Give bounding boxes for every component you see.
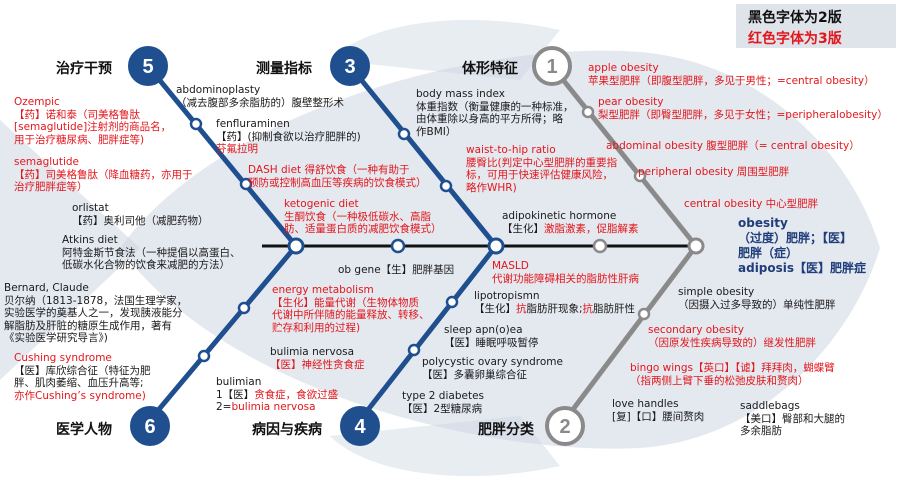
simple-obesity: simple obesity （因摄入过多导致的）单纯性肥胖 <box>678 286 836 311</box>
category-circle-6: 6 <box>130 406 170 446</box>
joint-b1-b <box>633 169 647 183</box>
ozempic: Ozempic 【药】诺和泰（司美格鲁肽 [semaglutide]注射剂的商品… <box>14 96 172 146</box>
svg-text:3: 3 <box>344 56 355 78</box>
ob-gene-label: ob gene【生】肥胖基因 <box>338 264 455 276</box>
energy-metabolism: energy metabolism 【生化】能量代谢（生物体物质 代谢中所伴随的… <box>272 284 430 334</box>
pear-obesity: pear obesity 梨型肥胖（即臀型肥胖，多见于女性；=periphera… <box>598 96 888 121</box>
bulimia-nervosa: bulimia nervosa 【医】神经性贪食症 <box>270 346 365 371</box>
atkins-diet: Atkins diet 阿特金斯节食法（一种提倡以高蛋白、 低碳水化合物的饮食来… <box>62 234 241 271</box>
bone-1 <box>550 64 698 248</box>
bone-4 <box>358 244 498 422</box>
joint-head <box>687 237 705 255</box>
category-circle-4: 4 <box>340 406 380 446</box>
svg-text:5: 5 <box>142 56 153 78</box>
joint-b4-a <box>445 295 459 309</box>
joint-b5b6 <box>287 237 305 255</box>
love-handles: love handles [复]【口】腰间赘肉 <box>612 398 705 423</box>
joint-b2-a <box>637 307 651 321</box>
legend-line-red: 红色字体为3版 <box>748 31 842 47</box>
category-label-1: 体形特征 <box>462 61 518 77</box>
fenfluramine: fenfluraminen 【药】(抑制食欲以治疗肥胖的) 芬氟拉明 <box>216 118 361 155</box>
secondary-obesity: secondary obesity （因原发性疾病导致的）继发性肥胖 <box>648 324 816 349</box>
joint-b3-b <box>439 179 453 193</box>
joint-b5-a <box>189 117 203 131</box>
joint-b3b4 <box>487 237 505 255</box>
svg-text:2: 2 <box>559 416 570 438</box>
category-label-3: 测量指标 <box>256 61 312 77</box>
legend-line-black: 黑色字体为2版 <box>748 10 842 26</box>
bernard-claude: Bernard, Claude 贝尔纳（1813-1878，法国生理学家， 实验… <box>4 282 188 344</box>
category-circle-2: 2 <box>545 406 585 446</box>
category-label-5: 治疗干预 <box>56 61 112 77</box>
head-line-4: adiposis【医】肥胖症 <box>738 261 867 275</box>
bone-6 <box>148 244 298 422</box>
head-term: obesity （过度）肥胖；【医】 肥胖（症） adiposis【医】肥胖症 <box>738 216 866 276</box>
joint-spine-small-1 <box>390 238 406 254</box>
head-line-2: （过度）肥胖；【医】 <box>738 231 853 245</box>
abdominoplasty: abdominoplasty （减去腹部多余脂肪的）腹壁整形术 <box>176 84 344 109</box>
category-label-6: 医学人物 <box>56 422 112 438</box>
fish-fin-top <box>330 20 560 80</box>
fish-fin-bottom <box>330 416 560 476</box>
bone-2 <box>563 244 698 422</box>
joint-b5-b <box>239 177 253 191</box>
fish-tail <box>0 120 140 380</box>
category-circle-1: 1 <box>532 46 572 86</box>
joint-b4-b <box>407 343 421 357</box>
waist-to-hip-ratio: waist-to-hip ratio 腰臀比(判定中心型肥胖的重要指 标，可用于… <box>466 144 618 194</box>
joint-spine-small-2 <box>592 238 608 254</box>
adipokinetic-hormone: adipokinetic hormone 【生化】激脂激素，促脂解素 <box>502 210 639 235</box>
joint-b6-b <box>197 349 211 363</box>
abdominal-obesity: abdominal obesity 腹型肥胖（= central obesity… <box>606 140 860 152</box>
dash-diet: DASH diet 得舒饮食（一种有助于 预防或控制高血压等疾病的饮食模式） <box>248 164 427 189</box>
body-mass-index: body mass index 体重指数（衡量健康的一种标准， 由体重除以身高的… <box>416 88 574 138</box>
ketogenic-diet: ketogenic diet 生酮饮食（一种极低碳水、高脂 肪、适量蛋白质的减肥… <box>284 198 442 235</box>
bingo-wings: bingo wings【英口】【谑】拜拜肉，蝴蝶臂 （指两侧上臂下垂的松弛皮肤和… <box>630 362 835 387</box>
joint-b3-a <box>397 127 411 141</box>
orlistat: orlistat 【药】奥利司他（减肥药物） <box>72 202 209 227</box>
cushing-syndrome: Cushing syndrome 【医】库欣综合征（特征为肥 胖、肌肉萎缩、血压… <box>14 352 151 402</box>
head-line-3: 肥胖（症） <box>738 246 799 260</box>
polycystic-ovary-syndrome: polycystic ovary syndrome 【医】多囊卵巢综合征 <box>422 356 563 381</box>
type-2-diabetes: type 2 diabetes 【医】2型糖尿病 <box>402 390 485 415</box>
bulimian: bulimian 1【医】贪食症，食欲过盛 2=bulimia nervosa <box>216 376 339 413</box>
masld: MASLD 代谢功能障碍相关的脂肪性肝病 <box>492 260 639 285</box>
bone-5 <box>146 64 298 248</box>
central-obesity: central obesity 中心型肥胖 <box>684 198 819 210</box>
saddlebags: saddlebags 【美口】臀部和大腿的 多余脂肪 <box>740 400 845 437</box>
category-circle-3: 3 <box>330 46 370 86</box>
category-label-2: 肥胖分类 <box>478 422 534 438</box>
joint-b1-a <box>581 105 595 119</box>
svg-text:4: 4 <box>354 416 366 438</box>
semaglutide: semaglutide 【药】司美格鲁肽（降血糖药，亦用于 治疗肥胖症等） <box>14 156 193 193</box>
svg-text:1: 1 <box>546 56 557 78</box>
category-circle-5: 5 <box>128 46 168 86</box>
peripheral-obesity: peripheral obesity 周围型肥胖 <box>638 166 790 178</box>
head-line-1: obesity <box>738 216 788 230</box>
joint-b6-a <box>237 301 251 315</box>
sleep-apnoea: sleep apn(o)ea 【医】睡眠呼吸暂停 <box>444 324 539 349</box>
bone-3 <box>348 64 498 248</box>
svg-text:6: 6 <box>144 416 155 438</box>
apple-obesity: apple obesity 苹果型肥胖（即腹型肥胖，多见于男性；=central… <box>588 62 875 87</box>
lipotropism: lipotropismn 【生化】抗脂肪肝现象;抗脂肪肝性 <box>474 290 636 315</box>
legend-box: 黑色字体为2版 红色字体为3版 <box>736 4 896 48</box>
category-label-4: 病因与疾病 <box>252 422 322 438</box>
